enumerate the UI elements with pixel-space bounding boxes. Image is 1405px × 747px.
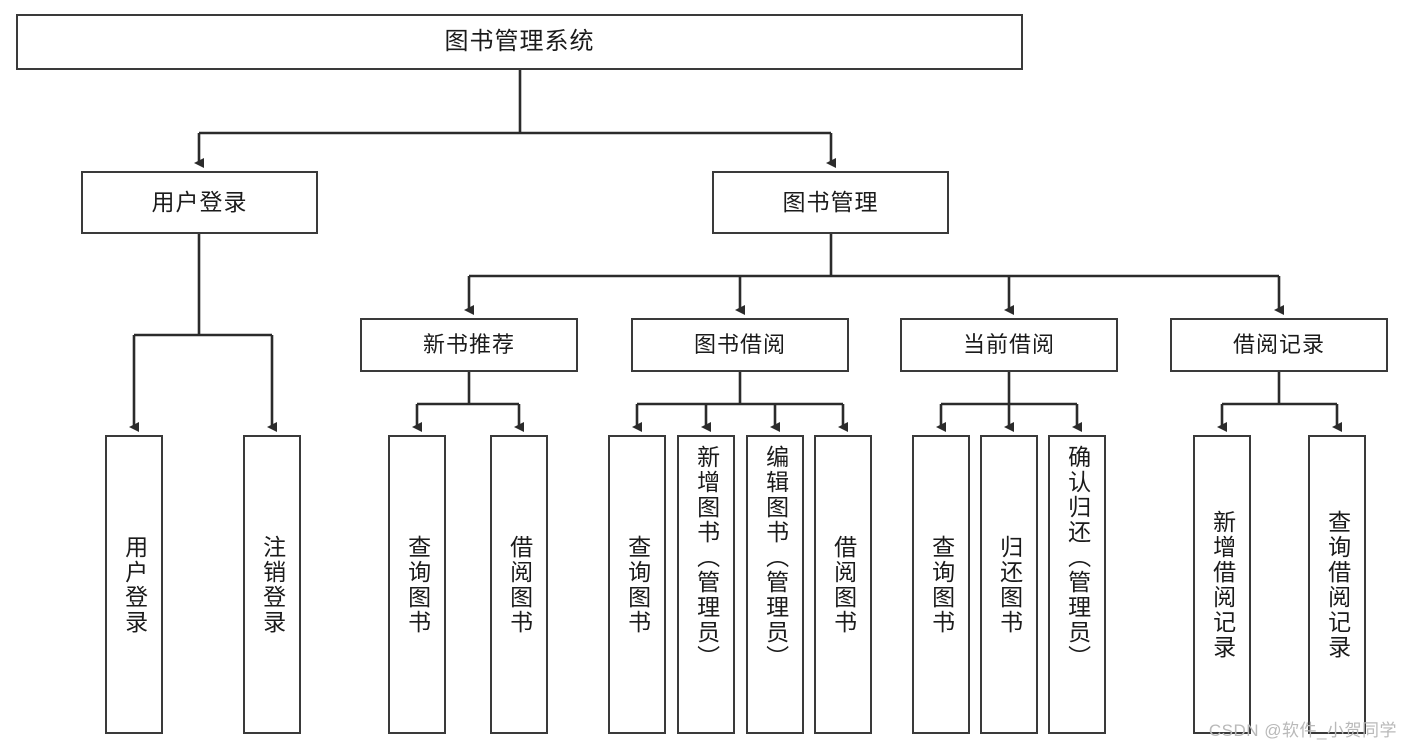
leaf-book-borrow-edit-label: 编辑图书（管理员） (762, 445, 789, 670)
leaf-current-borrow-query-label: 查询图书 (928, 534, 955, 635)
node-user-login-label: 用户登录 (151, 189, 248, 216)
leaf-new-book-query-label: 查询图书 (404, 534, 431, 635)
leaf-book-borrow-query-label: 查询图书 (624, 534, 651, 635)
leaf-user-login-logout[interactable]: 注销登录 (243, 435, 301, 734)
node-new-book-recommend-label: 新书推荐 (422, 332, 515, 358)
leaf-new-book-query[interactable]: 查询图书 (388, 435, 446, 734)
leaf-user-login-logout-label: 注销登录 (259, 534, 286, 635)
leaf-borrow-record-add-label: 新增借阅记录 (1209, 509, 1236, 660)
leaf-borrow-record-query[interactable]: 查询借阅记录 (1308, 435, 1366, 734)
leaf-new-book-borrow[interactable]: 借阅图书 (490, 435, 548, 734)
node-book-borrow[interactable]: 图书借阅 (631, 318, 849, 372)
node-user-login[interactable]: 用户登录 (81, 171, 318, 234)
node-book-borrow-label: 图书借阅 (693, 332, 786, 358)
node-book-management-label: 图书管理 (782, 189, 879, 216)
leaf-borrow-record-query-label: 查询借阅记录 (1324, 509, 1351, 660)
node-current-borrow-label: 当前借阅 (962, 332, 1055, 358)
node-new-book-recommend[interactable]: 新书推荐 (360, 318, 578, 372)
leaf-new-book-borrow-label: 借阅图书 (506, 534, 533, 635)
leaf-user-login-login-label: 用户登录 (121, 534, 148, 635)
node-root-system[interactable]: 图书管理系统 (16, 14, 1023, 70)
leaf-book-borrow-borrow[interactable]: 借阅图书 (814, 435, 872, 734)
node-current-borrow[interactable]: 当前借阅 (900, 318, 1118, 372)
leaf-current-borrow-return-label: 归还图书 (996, 534, 1023, 635)
watermark-credit: CSDN @软件_小贺同学 (1208, 721, 1397, 740)
leaf-book-borrow-query[interactable]: 查询图书 (608, 435, 666, 734)
leaf-current-borrow-query[interactable]: 查询图书 (912, 435, 970, 734)
leaf-borrow-record-add[interactable]: 新增借阅记录 (1193, 435, 1251, 734)
leaf-book-borrow-add[interactable]: 新增图书（管理员） (677, 435, 735, 734)
leaf-book-borrow-edit[interactable]: 编辑图书（管理员） (746, 435, 804, 734)
leaf-book-borrow-borrow-label: 借阅图书 (830, 534, 857, 635)
node-borrow-record-label: 借阅记录 (1232, 332, 1325, 358)
leaf-user-login-login[interactable]: 用户登录 (105, 435, 163, 734)
node-book-management[interactable]: 图书管理 (712, 171, 949, 234)
leaf-current-borrow-confirm-return[interactable]: 确认归还（管理员） (1048, 435, 1106, 734)
leaf-current-borrow-confirm-return-label: 确认归还（管理员） (1064, 445, 1091, 670)
leaf-book-borrow-add-label: 新增图书（管理员） (693, 445, 720, 670)
node-root-system-label: 图书管理系统 (444, 28, 595, 55)
leaf-current-borrow-return[interactable]: 归还图书 (980, 435, 1038, 734)
node-borrow-record[interactable]: 借阅记录 (1170, 318, 1388, 372)
